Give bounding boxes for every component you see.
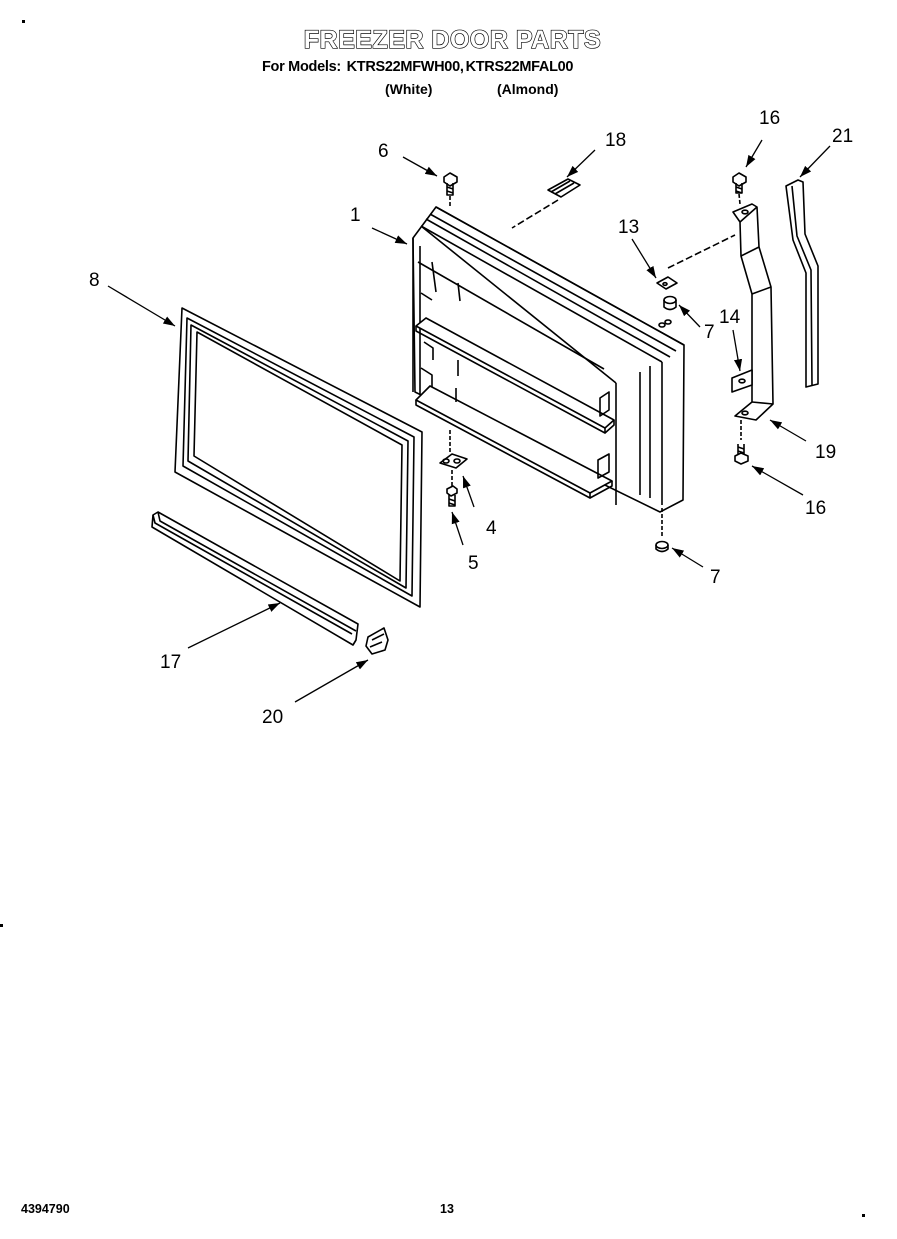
callout-18: 18 [605,130,626,151]
handle-insert-part [785,179,819,388]
bushing-bottom-part [655,508,669,553]
hinge-bracket-top-part [656,234,736,290]
model-number-white: KTRS22MFWH00, [346,59,464,75]
screw-part [443,172,458,208]
registration-mark [862,1214,865,1217]
models-prefix: For Models: [262,59,341,75]
end-cap-part [365,627,389,655]
callout-8: 8 [89,270,100,291]
document-number: 4394790 [21,1202,70,1216]
callout-21: 21 [832,126,853,147]
page-title: FREEZER DOOR PARTS [303,25,602,54]
callout-5: 5 [468,553,479,574]
model-number-almond: KTRS22MFAL00 [465,59,574,75]
hinge-plate-part [439,430,468,469]
registration-mark [22,20,25,23]
callout-7-bottom: 7 [710,567,721,588]
door-liner-part [412,206,685,513]
callout-1: 1 [350,205,361,226]
handle-part [731,203,774,421]
callout-7-top: 7 [704,322,715,343]
color-almond-label: (Almond) [497,81,559,97]
bushing-top-part [658,295,677,328]
callout-14: 14 [719,307,741,328]
door-gasket-part [174,307,423,608]
trim-strip-part [151,511,359,646]
models-line: For Models: KTRS22MFWH00,KTRS22MFAL00 [262,59,575,75]
handle-screw-top-part [732,172,747,205]
callout-19: 19 [815,442,836,463]
callout-16-bottom: 16 [805,498,826,519]
callout-17: 17 [160,652,181,673]
callout-20: 20 [262,707,283,728]
label-part [511,178,581,229]
handle-screw-bottom-part [734,420,749,465]
page-number: 13 [440,1202,454,1216]
callout-4: 4 [486,518,497,539]
callout-13: 13 [618,217,639,238]
callout-6: 6 [378,141,389,162]
registration-mark [0,924,3,927]
color-white-label: (White) [385,81,433,97]
hinge-screw-part [446,470,458,507]
callout-16-top: 16 [759,108,780,129]
